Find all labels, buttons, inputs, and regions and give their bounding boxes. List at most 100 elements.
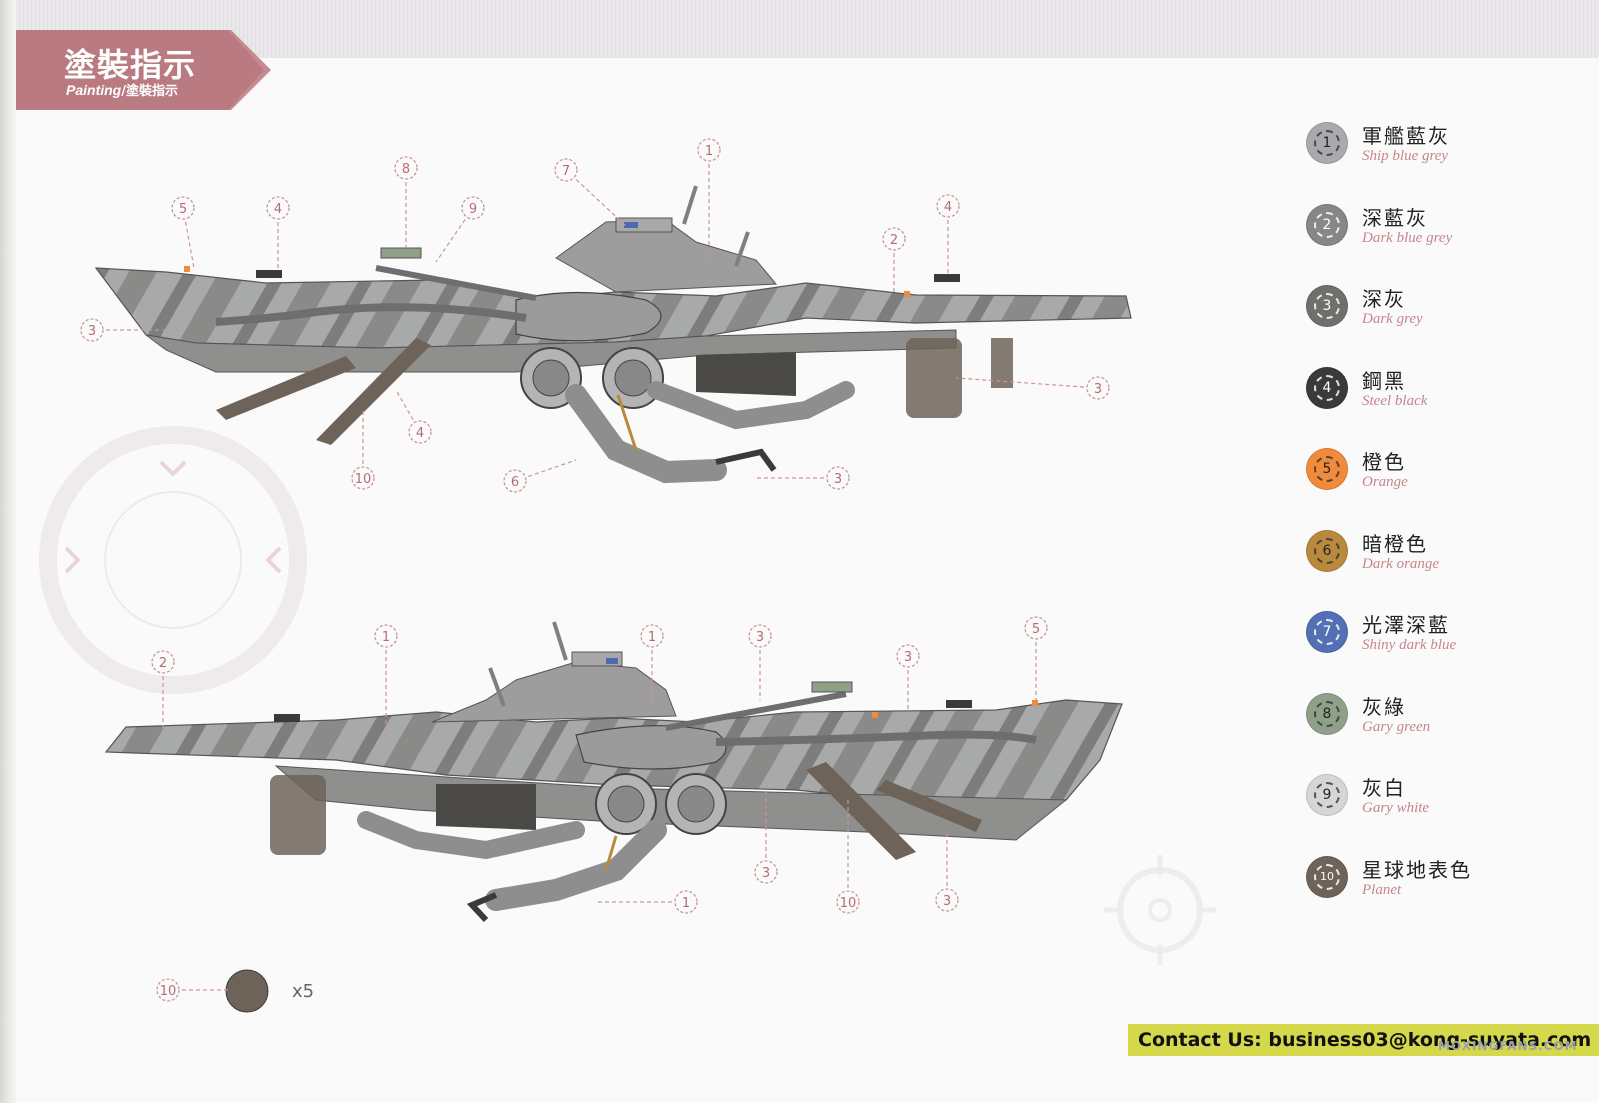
contact-banner: Contact Us: business03@kong-suyata.com — [1128, 1024, 1599, 1056]
page-title: 塗裝指示 — [64, 46, 197, 84]
top-band — [16, 0, 1599, 58]
callout-circle — [836, 890, 860, 914]
callout-number: 10 — [355, 472, 372, 487]
legend-label-cn: 深灰 — [1362, 287, 1406, 311]
legend-label-en: Shiny dark blue — [1362, 637, 1457, 653]
callout-circle — [503, 469, 527, 493]
callout-number: 4 — [274, 202, 282, 217]
legend-label-en: Ship blue grey — [1362, 148, 1449, 164]
swatch-number: 3 — [1314, 293, 1340, 319]
callout-number: 3 — [943, 894, 951, 909]
callout-circle — [640, 624, 664, 648]
swatch-number: 10 — [1314, 863, 1340, 890]
page-binding — [0, 0, 16, 1103]
crosshair-decoration-right — [1104, 855, 1216, 965]
legend-label-en: Orange — [1362, 474, 1408, 490]
callout-circle — [408, 420, 432, 444]
callout-number: 3 — [834, 472, 842, 487]
color-swatch: 3 — [1306, 285, 1348, 327]
subtitle-en: Painting — [66, 82, 122, 98]
subtitle-cn: /塗裝指示 — [121, 84, 178, 99]
callout-number: 2 — [890, 233, 898, 248]
header-tab-inner — [16, 30, 264, 110]
swatch-number: 6 — [1314, 537, 1340, 564]
color-swatch: 5 — [1306, 448, 1348, 490]
watermark: MOXINGFANS.COM — [1438, 1039, 1578, 1053]
callout-circle — [461, 196, 485, 220]
legend-label-en: Gary green — [1362, 718, 1431, 735]
color-swatch: 2 — [1306, 203, 1348, 246]
legend-label-en: Gary white — [1362, 800, 1430, 816]
callout-circle — [394, 156, 418, 180]
callout-circle — [351, 466, 375, 490]
planet-disc — [225, 969, 269, 1013]
legend-label-en: Dark orange — [1362, 555, 1440, 572]
legend-label-cn: 軍艦藍灰 — [1362, 124, 1450, 148]
callout-number: 10 — [840, 896, 857, 911]
callout-number: 9 — [469, 202, 477, 217]
swatch-number: 2 — [1314, 211, 1340, 238]
swatch-number: 9 — [1314, 782, 1340, 808]
callout-circle — [697, 138, 721, 162]
callout-number: 1 — [648, 630, 656, 645]
callout-number: 5 — [1032, 622, 1040, 637]
callout-number: 3 — [1094, 382, 1102, 397]
callout-number: 2 — [159, 656, 167, 671]
legend-label-cn: 橙色 — [1362, 450, 1406, 474]
callout-circle — [1086, 376, 1110, 400]
legend-label-en: Planet — [1362, 881, 1402, 898]
callout-number: 3 — [88, 324, 96, 339]
callout-circle — [554, 158, 578, 182]
ship-bottom-view — [104, 621, 1123, 923]
callout-circle — [936, 194, 960, 218]
legend-label-cn: 光澤深藍 — [1362, 613, 1450, 637]
leader-line — [955, 377, 1099, 389]
color-swatch: 9 — [1306, 774, 1348, 816]
callout-number: 1 — [705, 144, 713, 159]
callout-number: 3 — [756, 630, 764, 645]
legend-label-en: Steel black — [1362, 392, 1428, 409]
callout-circle — [896, 644, 920, 668]
callout-number: 1 — [382, 630, 390, 645]
legend-label-cn: 灰白 — [1362, 776, 1406, 800]
swatch-number: 8 — [1314, 700, 1340, 727]
callout-number: 8 — [402, 162, 410, 177]
swatch-number: 1 — [1314, 130, 1340, 156]
callout-number: 5 — [179, 202, 187, 217]
color-swatch: 4 — [1306, 366, 1348, 409]
ship-top-view — [94, 185, 1132, 484]
callout-number: 6 — [511, 475, 519, 490]
callout-number: 10 — [160, 984, 177, 999]
callout-number: 7 — [562, 164, 570, 179]
callout-circle — [374, 624, 398, 648]
callout-number: 3 — [904, 650, 912, 665]
color-swatch: 6 — [1306, 529, 1348, 572]
callout-number: 4 — [416, 426, 424, 441]
callout-number: 3 — [762, 866, 770, 881]
callout-circle — [754, 860, 778, 884]
callout-circle — [674, 890, 698, 914]
instruction-page: 塗裝指示 Painting/塗裝指示 — [16, 0, 1599, 1103]
callout-circle — [826, 466, 850, 490]
swatch-number: 7 — [1314, 619, 1340, 645]
legend-label-cn: 深藍灰 — [1362, 205, 1428, 230]
color-swatch: 1 — [1306, 122, 1348, 164]
color-swatch: 7 — [1306, 611, 1348, 653]
crosshair-decoration-left — [39, 426, 307, 694]
legend-label-cn: 星球地表色 — [1362, 857, 1472, 882]
color-swatch: 10 — [1306, 855, 1348, 898]
callout-circle — [156, 978, 180, 1002]
callout-circle — [80, 318, 104, 342]
